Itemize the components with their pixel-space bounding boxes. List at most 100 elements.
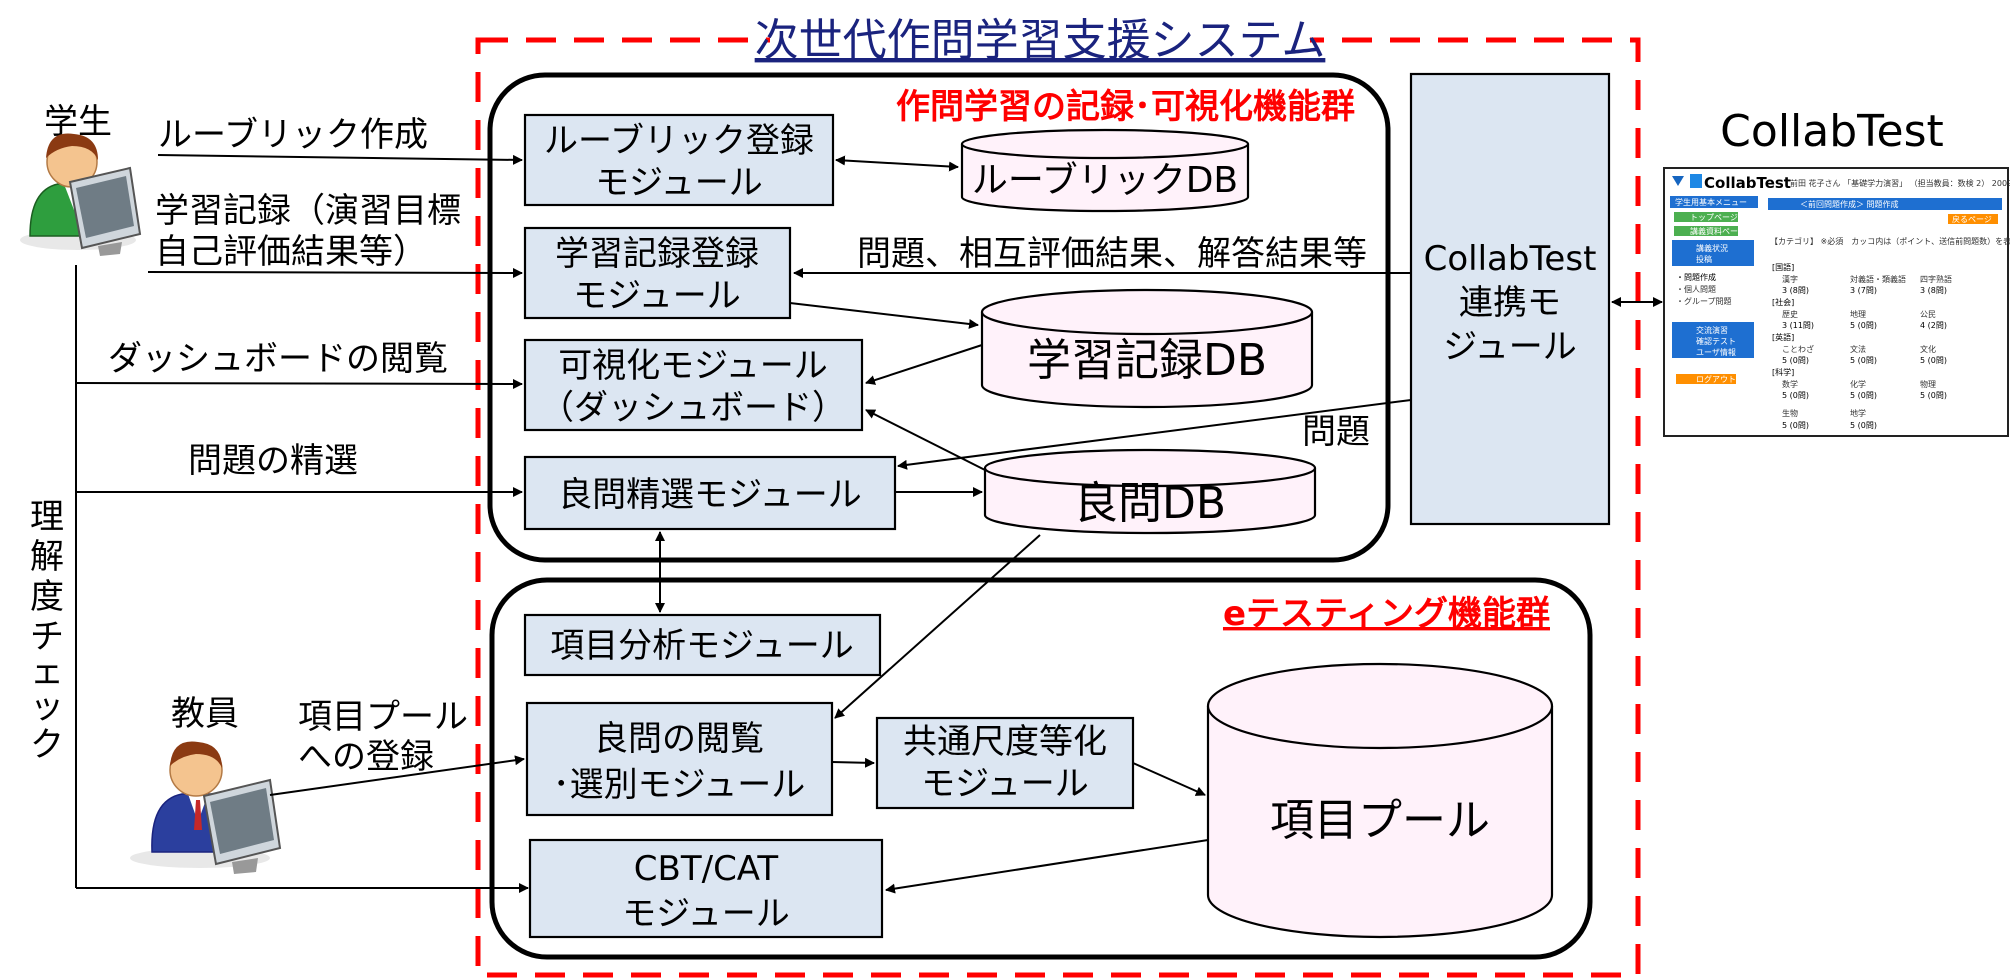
- collabtest-heading: CollabTest: [1720, 106, 1944, 157]
- arrow-collab-to-selection: [897, 399, 1412, 470]
- svg-text:ことわざ: ことわざ: [1782, 344, 1814, 354]
- collabtest-menu-item: 講義状況: [1696, 243, 1728, 253]
- svg-text:ルーブリック登録: ルーブリック登録: [544, 121, 814, 161]
- svg-text:四字熟語: 四字熟語: [1920, 274, 1952, 284]
- teacher-label: 教員: [171, 694, 239, 734]
- label-from-collab: 問題、相互評価結果、解答結果等: [857, 234, 1367, 274]
- svg-text:5 (0問): 5 (0問): [1850, 421, 1877, 430]
- svg-text:3 (7問): 3 (7問): [1850, 286, 1877, 295]
- svg-text:項目プール: 項目プール: [1270, 795, 1490, 846]
- etesting-group: [489, 577, 1593, 960]
- svg-text:（ダッシュボード）: （ダッシュボード）: [540, 388, 846, 428]
- collabtest-menu-item: トップページ: [1690, 213, 1738, 222]
- collabtest-menu-item: 確認テスト: [1696, 336, 1736, 346]
- svg-text:学習記録DB: 学習記録DB: [1027, 335, 1267, 386]
- browse-select-module: 良問の閲覧 ･選別モジュール: [525, 701, 834, 817]
- etesting-group-title: eテスティング機能群: [1223, 594, 1550, 634]
- collabtest-instruction: 【カテゴリ】 ※必須 カッコ内は（ポイント、送信前問題数）を表しています。: [1770, 236, 2010, 246]
- svg-text:度: 度: [30, 577, 64, 617]
- collabtest-link: ・グループ問題: [1676, 296, 1732, 306]
- svg-text:5 (0問): 5 (0問): [1850, 356, 1877, 365]
- svg-text:CollabTest: CollabTest: [1424, 239, 1597, 279]
- recording-group: [487, 72, 1391, 563]
- svg-text:5 (0問): 5 (0問): [1850, 391, 1877, 400]
- svg-text:3 (8問): 3 (8問): [1782, 286, 1809, 295]
- svg-text:5 (0問): 5 (0問): [1782, 356, 1809, 365]
- visualization-module: 可視化モジュール （ダッシュボード）: [523, 338, 864, 432]
- collabtest-back-button: 戻るページ: [1952, 214, 1992, 224]
- title-backdrop: [770, 18, 1310, 68]
- label-learning-record-1: 学習記録（演習目標: [155, 191, 461, 231]
- student-actor: 学生: [20, 102, 142, 256]
- arrow-gooddb-to-visual: [865, 409, 986, 471]
- good-question-db: 良問DB: [983, 448, 1317, 535]
- svg-text:モジュール: モジュール: [573, 276, 741, 316]
- svg-text:5 (0問): 5 (0問): [1850, 321, 1877, 330]
- svg-text:5 (0問): 5 (0問): [1920, 356, 1947, 365]
- collabtest-menu-item: 投稿: [1696, 254, 1712, 264]
- svg-text:5 (0問): 5 (0問): [1782, 391, 1809, 400]
- svg-text:ッ: ッ: [30, 687, 64, 727]
- svg-text:良問の閲覧: 良問の閲覧: [594, 719, 764, 759]
- arrow-browse-to-equating: [831, 757, 875, 768]
- svg-text:良問精選モジュール: 良問精選モジュール: [558, 475, 862, 515]
- svg-text:[科学]: [科学]: [1772, 367, 1794, 377]
- svg-text:解: 解: [30, 537, 64, 577]
- label-dashboard-view: ダッシュボードの閲覧: [108, 339, 448, 379]
- arrow-gooddb-to-browse: [834, 534, 1041, 719]
- item-pool-db: 項目プール: [1206, 662, 1554, 939]
- label-question-select: 問題の精選: [188, 441, 358, 481]
- collabtest-logout: ログアウト: [1696, 374, 1736, 384]
- svg-text:地理: 地理: [1850, 309, 1866, 319]
- collabtest-integration-module: CollabTest 連携モ ジュール: [1409, 72, 1611, 526]
- cbt-cat-module: CBT/CAT モジュール: [528, 838, 884, 939]
- svg-text:･選別モジュール: ･選別モジュール: [553, 765, 806, 805]
- svg-text:モジュール: モジュール: [622, 894, 790, 934]
- collabtest-logo-icon: [1672, 176, 1684, 186]
- svg-text:ェ: ェ: [30, 652, 64, 692]
- svg-text:CBT/CAT: CBT/CAT: [634, 849, 779, 889]
- svg-text:理: 理: [30, 497, 64, 537]
- svg-text:物理: 物理: [1920, 379, 1936, 389]
- label-understanding-check: 理 解 度 チ ェ ッ ク: [30, 497, 64, 765]
- svg-text:学習記録登録: 学習記録登録: [555, 234, 759, 274]
- collabtest-menu-item: ユーザ情報: [1696, 347, 1736, 357]
- svg-text:ジュール: ジュール: [1443, 327, 1577, 367]
- collabtest-logo-mark: [1690, 174, 1702, 188]
- collabtest-menu-item: 交流演習: [1696, 325, 1728, 335]
- svg-text:[英語]: [英語]: [1772, 332, 1794, 342]
- svg-text:文法: 文法: [1850, 344, 1866, 354]
- label-pool-register-1: 項目プール: [298, 697, 468, 737]
- equating-module: 共通尺度等化 モジュール: [875, 716, 1135, 810]
- arrow-pool-to-cbt: [885, 839, 1209, 894]
- learning-record-db: 学習記録DB: [980, 288, 1314, 409]
- svg-text:5 (0問): 5 (0問): [1782, 421, 1809, 430]
- svg-text:公民: 公民: [1920, 310, 1936, 319]
- collabtest-menu-title: 学生用基本メニュー: [1675, 197, 1747, 207]
- rubric-registration-module: ルーブリック登録 モジュール: [523, 113, 835, 207]
- collabtest-menu-item: 講義資料ページ: [1690, 226, 1746, 236]
- svg-text:5 (0問): 5 (0問): [1920, 391, 1947, 400]
- rubric-db: ルーブリックDB: [960, 128, 1250, 213]
- svg-text:3 (11問): 3 (11問): [1782, 321, 1814, 330]
- svg-text:モジュール: モジュール: [921, 764, 1089, 804]
- svg-text:文化: 文化: [1920, 344, 1936, 354]
- arrow-rubric-create: [157, 154, 523, 165]
- collabtest-content-title: ＜前回問題作成＞ 問題作成: [1800, 199, 1899, 209]
- svg-text:[社会]: [社会]: [1772, 297, 1794, 307]
- svg-text:連携モ: 連携モ: [1459, 283, 1561, 323]
- svg-text:生物: 生物: [1782, 408, 1798, 418]
- item-analysis-module: 項目分析モジュール: [523, 613, 882, 677]
- svg-text:ルーブリックDB: ルーブリックDB: [972, 160, 1238, 201]
- system-title: 次世代作問学習支援システム: [755, 15, 1326, 66]
- svg-text:歴史: 歴史: [1782, 309, 1798, 319]
- collabtest-link: ・個人問題: [1676, 284, 1716, 294]
- svg-text:4 (2問): 4 (2問): [1920, 321, 1947, 330]
- collabtest-screenshot: CollabTest 前田 花子さん 「基礎学力演習」 （担当教員：数検 2） …: [1663, 167, 2010, 437]
- svg-text:3 (8問): 3 (8問): [1920, 286, 1947, 295]
- arrow-rubric-db: [835, 155, 959, 172]
- svg-text:ク: ク: [30, 725, 64, 765]
- arrow-record-to-db: [789, 302, 979, 329]
- arrow-dashboard: [75, 378, 523, 389]
